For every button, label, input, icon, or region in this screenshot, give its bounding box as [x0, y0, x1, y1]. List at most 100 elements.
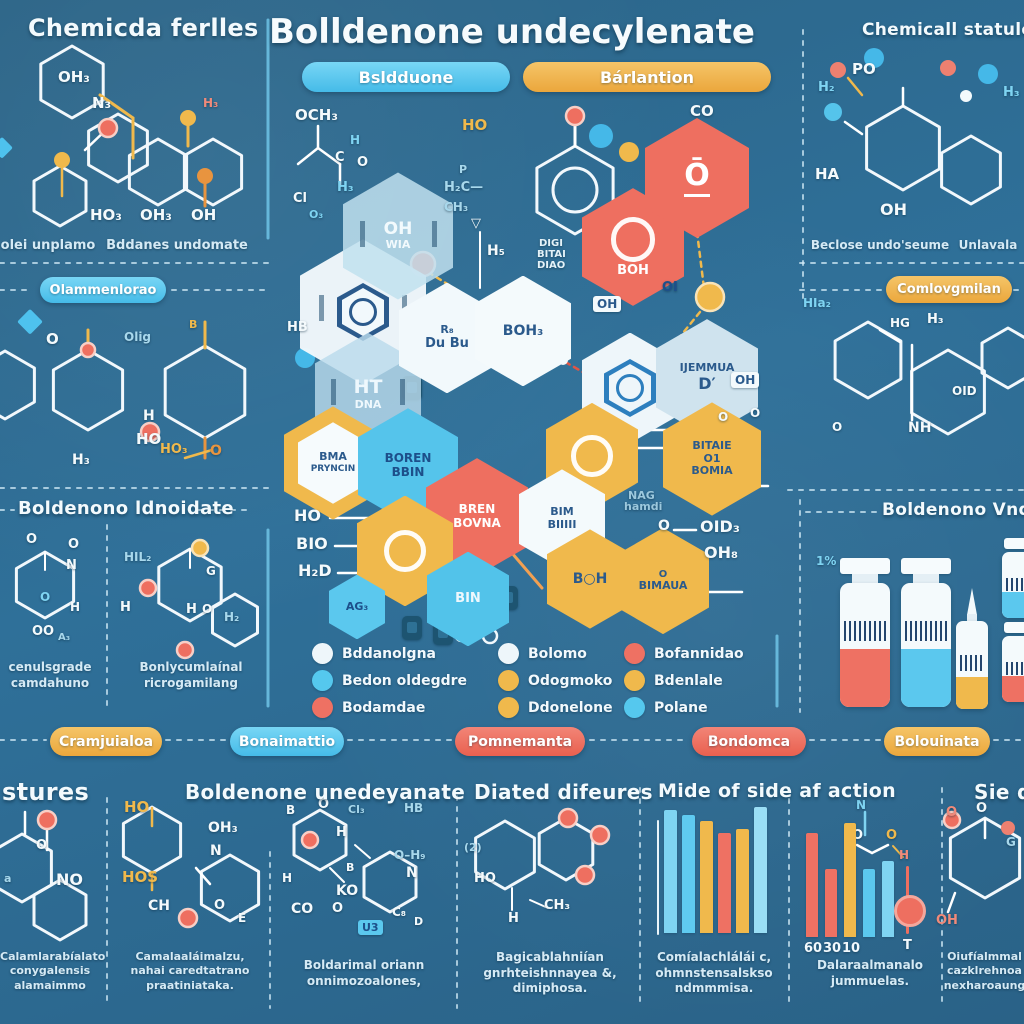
formula-label: BIO	[296, 534, 328, 553]
bond-line	[296, 146, 320, 166]
legend-label: Bedon oldegdre	[342, 672, 468, 689]
formula-label: O	[832, 420, 843, 434]
vial-cap	[1004, 622, 1024, 633]
formula-label: OID	[952, 384, 977, 398]
legend-dot-icon	[498, 643, 519, 664]
atom-dot-icon	[36, 809, 58, 831]
hexagon-label: BITAIE	[692, 439, 732, 453]
formula-label: H₃	[72, 452, 90, 468]
legend-label: Bdenlale	[654, 672, 723, 689]
chart-bar	[664, 809, 677, 933]
formula-label: CO	[291, 901, 314, 917]
legend-label: Bodamdae	[342, 699, 426, 716]
section-heading: Sie de	[974, 780, 1024, 804]
hexagon-label: BIN	[455, 590, 481, 606]
chart-bar-label: T	[903, 938, 912, 953]
vial-label-barcode	[1006, 662, 1024, 675]
bond-line	[855, 843, 874, 855]
formula-label: O	[658, 518, 670, 534]
formula-label: O	[318, 797, 330, 812]
bond-line	[329, 867, 345, 883]
tick-mark	[359, 220, 365, 247]
legend-label: Bddanolgna	[342, 645, 436, 662]
formula-label: OCH₃	[295, 106, 338, 124]
hexagon-label: BBIN	[391, 465, 425, 479]
atom-dot-icon	[54, 152, 70, 168]
formula-label: CO	[690, 102, 714, 120]
bond-line	[870, 843, 890, 855]
hexagon-label: DNA	[354, 397, 382, 411]
formula-label: C₈	[392, 905, 407, 919]
hexagon-label: O1	[703, 451, 721, 465]
benzene-ring	[163, 344, 247, 440]
atom-dot-icon	[1001, 821, 1015, 835]
chart-bar	[754, 806, 767, 933]
formula-label: CH	[148, 898, 170, 914]
benzene-ring	[157, 547, 223, 623]
atom-dot-icon	[564, 105, 586, 127]
benzene-ring	[362, 850, 418, 914]
legend-dot-icon	[498, 670, 519, 691]
formula-label: D	[414, 915, 424, 928]
section-heading: stures	[2, 778, 90, 806]
benzene-ring	[833, 320, 903, 400]
atom-dot-icon	[557, 807, 579, 829]
hexagon-label: BOMIA	[691, 464, 733, 478]
formula-label: H₂D	[298, 561, 332, 580]
formula-label: HO	[294, 506, 321, 525]
benzene-ring	[51, 348, 125, 432]
benzene-icon	[604, 358, 656, 417]
chart-bar	[825, 868, 837, 937]
chart-bar	[700, 821, 713, 933]
badge-pill: Comlovgmilan	[886, 276, 1012, 303]
formula-label: O	[26, 532, 38, 547]
hexagon-label: BIIIII	[547, 517, 577, 531]
bond-line	[316, 146, 342, 166]
bond-line	[843, 120, 864, 136]
hexagon-label: HT	[353, 375, 383, 398]
ring-icon	[610, 217, 656, 262]
vial-part	[913, 574, 939, 583]
formula-label: DIGI	[539, 238, 563, 249]
legend-item: Bolomo	[498, 640, 613, 667]
formula-label: O	[718, 410, 729, 424]
formula-label: 1%	[816, 554, 837, 568]
atom-dot-icon	[190, 538, 210, 558]
formula-label: NAG	[628, 489, 655, 502]
vial-body	[840, 583, 890, 707]
atom-dot-icon	[139, 421, 161, 443]
legend-item: Bedon oldegdre	[312, 667, 467, 694]
formula-label: C	[335, 150, 345, 165]
formula-label: H₃	[1003, 85, 1020, 100]
atom-dot-icon	[940, 60, 956, 76]
vial-cap	[1004, 538, 1024, 549]
vial-part	[967, 614, 977, 622]
legend-label: Bolomo	[528, 645, 587, 662]
formula-label: O	[852, 828, 864, 843]
ring-icon	[551, 166, 599, 214]
badge-pill: Bonaimattio	[230, 727, 344, 756]
formula-label: O	[210, 443, 222, 459]
formula-label: N	[66, 558, 77, 573]
atom-dot-icon	[824, 103, 842, 121]
atom-dot-icon	[97, 117, 119, 139]
formula-label: H	[70, 600, 81, 614]
formula-label: HB	[404, 801, 424, 815]
hexagon-label: B○H	[572, 570, 608, 587]
vial-liquid	[1002, 676, 1024, 702]
legend-item: Bdenlale	[624, 667, 744, 694]
page-title: Bolldenone undecylenate	[269, 12, 755, 52]
tick-mark	[431, 220, 437, 247]
hexagon-label: O	[658, 568, 668, 580]
formula-label: OID₃	[700, 517, 740, 536]
section-heading: Mide of side af action	[658, 780, 896, 802]
legend-label: Odogmoko	[528, 672, 613, 689]
